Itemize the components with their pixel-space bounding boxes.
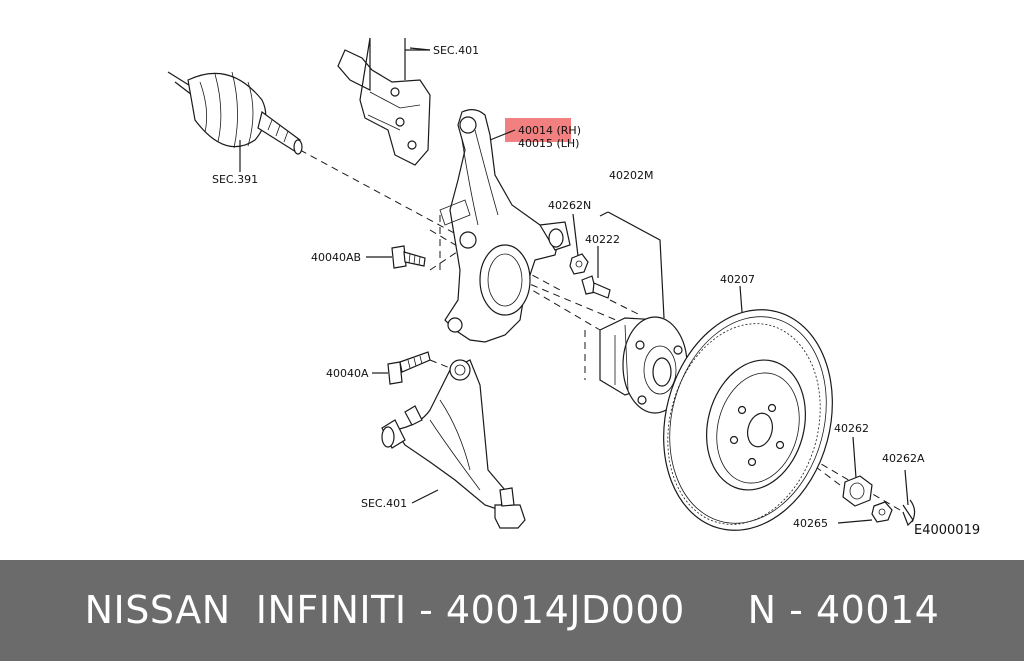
label-diagram-id: E4000019 bbox=[914, 523, 980, 538]
bolt-40040ab bbox=[366, 245, 426, 269]
label-40262: 40262 bbox=[834, 422, 869, 435]
label-40040a: 40040A bbox=[326, 367, 369, 380]
cotter-pin-40262a bbox=[902, 469, 916, 527]
label-sec401-bottom: SEC.401 bbox=[361, 497, 407, 510]
label-40265: 40265 bbox=[793, 517, 828, 530]
brake-disc bbox=[663, 285, 833, 531]
exploded-parts-diagram: SEC.401 40014 (RH) 40015 (LH) SEC.391 40… bbox=[167, 37, 980, 538]
label-sec391: SEC.391 bbox=[212, 173, 258, 186]
label-40040ab: 40040AB bbox=[311, 251, 361, 264]
hub-nut-40262 bbox=[842, 436, 873, 507]
bolt-40222 bbox=[581, 246, 611, 299]
part-highlight bbox=[505, 118, 571, 142]
drive-shaft bbox=[167, 71, 303, 172]
label-40207: 40207 bbox=[720, 273, 755, 286]
label-40222: 40222 bbox=[585, 233, 620, 246]
lock-40265 bbox=[837, 501, 893, 524]
steering-knuckle bbox=[439, 109, 571, 343]
strut-bracket bbox=[337, 37, 431, 166]
footer-bar: NISSAN INFINITI - 40014JD000 N - 40014 bbox=[0, 560, 1024, 661]
bolt-40040a bbox=[372, 351, 431, 385]
label-40262n: 40262N bbox=[548, 199, 591, 212]
label-40262a: 40262A bbox=[882, 452, 925, 465]
lower-control-arm bbox=[381, 359, 526, 529]
label-40202m: 40202M bbox=[609, 169, 653, 182]
hub-bearing bbox=[599, 211, 688, 414]
label-40015: 40015 (LH) bbox=[518, 137, 579, 150]
nut-40262n bbox=[569, 213, 589, 275]
part-number-caption: NISSAN INFINITI - 40014JD000 N - 40014 bbox=[84, 588, 940, 632]
label-40014: 40014 (RH) bbox=[518, 124, 581, 137]
label-sec401-top: SEC.401 bbox=[433, 44, 479, 57]
